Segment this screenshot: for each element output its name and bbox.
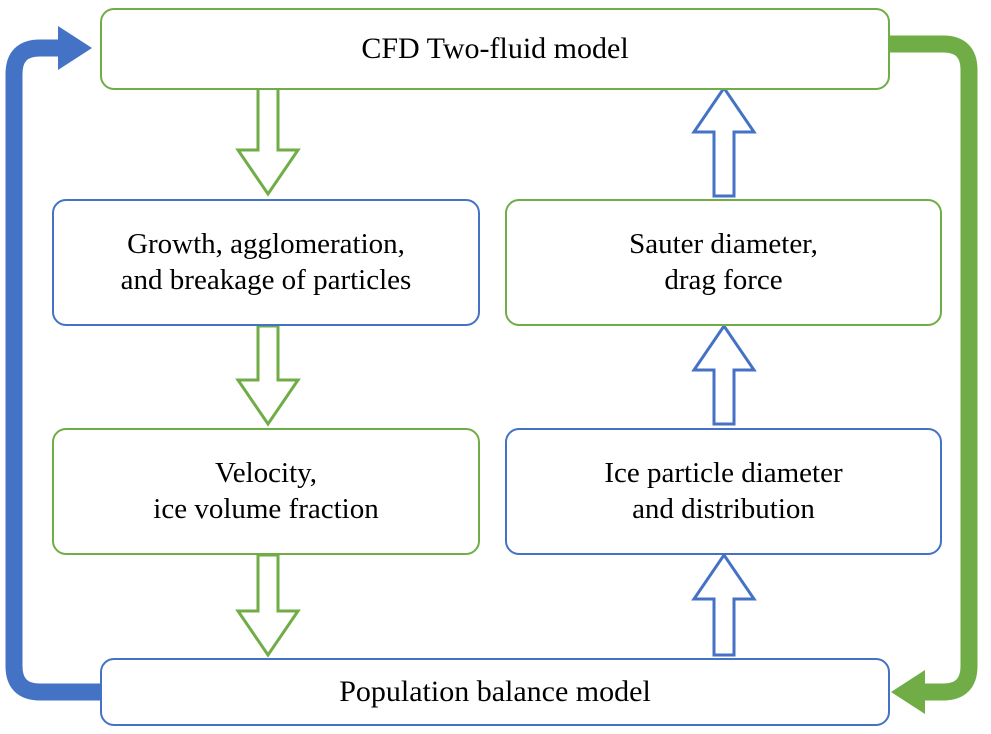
node-cfd-two-fluid-model[interactable]: CFD Two-fluid model <box>100 8 890 90</box>
arrow-sauter-to-cfd <box>684 85 764 200</box>
arrow-cfd-to-growth <box>228 86 308 200</box>
arrow-cfd-to-pbm-right <box>871 0 991 734</box>
arrow-ice-to-sauter <box>684 323 764 428</box>
node-label: CFD Two-fluid model <box>361 31 629 65</box>
node-population-balance-model[interactable]: Population balance model <box>100 658 890 726</box>
node-label: Sauter diameter, drag force <box>629 228 818 296</box>
node-ice-particle-diameter-distribution[interactable]: Ice particle diameter and distribution <box>505 428 942 555</box>
node-label: Growth, agglomeration, and breakage of p… <box>120 228 412 296</box>
node-label: Velocity, ice volume fraction <box>153 457 379 525</box>
node-label: Ice particle diameter and distribution <box>604 457 843 525</box>
arrow-growth-to-velocity <box>228 324 308 428</box>
node-velocity-ice-volume-fraction[interactable]: Velocity, ice volume fraction <box>52 428 480 555</box>
node-growth-agglomeration-breakage[interactable]: Growth, agglomeration, and breakage of p… <box>52 199 480 326</box>
arrow-pbm-to-ice <box>684 552 764 659</box>
node-sauter-diameter-drag-force[interactable]: Sauter diameter, drag force <box>505 199 942 326</box>
arrow-velocity-to-pbm <box>228 553 308 659</box>
node-label: Population balance model <box>339 674 651 708</box>
arrow-pbm-to-cfd-left <box>0 0 120 734</box>
